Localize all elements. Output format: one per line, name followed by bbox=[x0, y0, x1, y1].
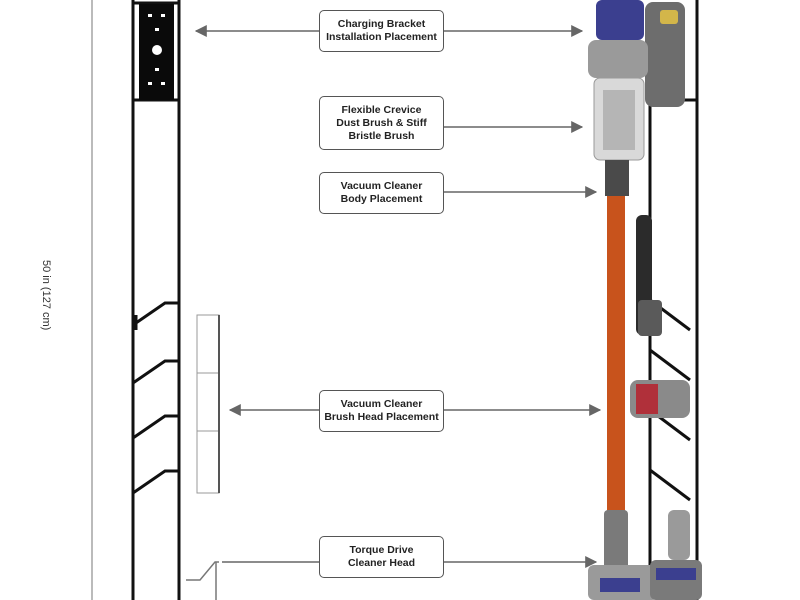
callout-charging-bracket: Charging Bracket Installation Placement bbox=[319, 10, 444, 52]
callout-torque-drive: Torque Drive Cleaner Head bbox=[319, 536, 444, 578]
callout-line: Brush Head Placement bbox=[324, 411, 439, 423]
callout-line: Installation Placement bbox=[326, 31, 437, 43]
callout-line: Cleaner Head bbox=[347, 557, 416, 569]
mini-brush-head bbox=[630, 380, 690, 418]
callout-arrows bbox=[194, 25, 602, 568]
torque-drive-head bbox=[650, 510, 702, 600]
crevice-tool bbox=[636, 215, 662, 336]
callout-vacuum-body: Vacuum Cleaner Body Placement bbox=[319, 172, 444, 214]
callout-line: Body Placement bbox=[340, 193, 423, 205]
vacuum-cleaner bbox=[588, 0, 685, 600]
callout-line: Vacuum Cleaner bbox=[340, 180, 423, 192]
callout-line: Bristle Brush bbox=[348, 129, 415, 142]
callout-line: Flexible Crevice bbox=[341, 103, 422, 116]
height-dimension-label: 50 in (127 cm) bbox=[40, 260, 52, 331]
charging-bracket-plate bbox=[139, 4, 174, 100]
callout-line: Torque Drive bbox=[349, 544, 414, 556]
callout-line: Dust Brush & Stiff bbox=[336, 116, 427, 129]
left-floor-base bbox=[186, 561, 219, 600]
callout-crevice-brush: Flexible Crevice Dust Brush & Stiff Bris… bbox=[319, 96, 444, 150]
left-rack-hooks bbox=[132, 301, 178, 495]
callout-brush-head: Vacuum Cleaner Brush Head Placement bbox=[319, 390, 444, 432]
callout-line: Charging Bracket bbox=[337, 18, 426, 30]
callout-line: Vacuum Cleaner bbox=[340, 398, 423, 410]
wall-clips bbox=[196, 314, 220, 494]
